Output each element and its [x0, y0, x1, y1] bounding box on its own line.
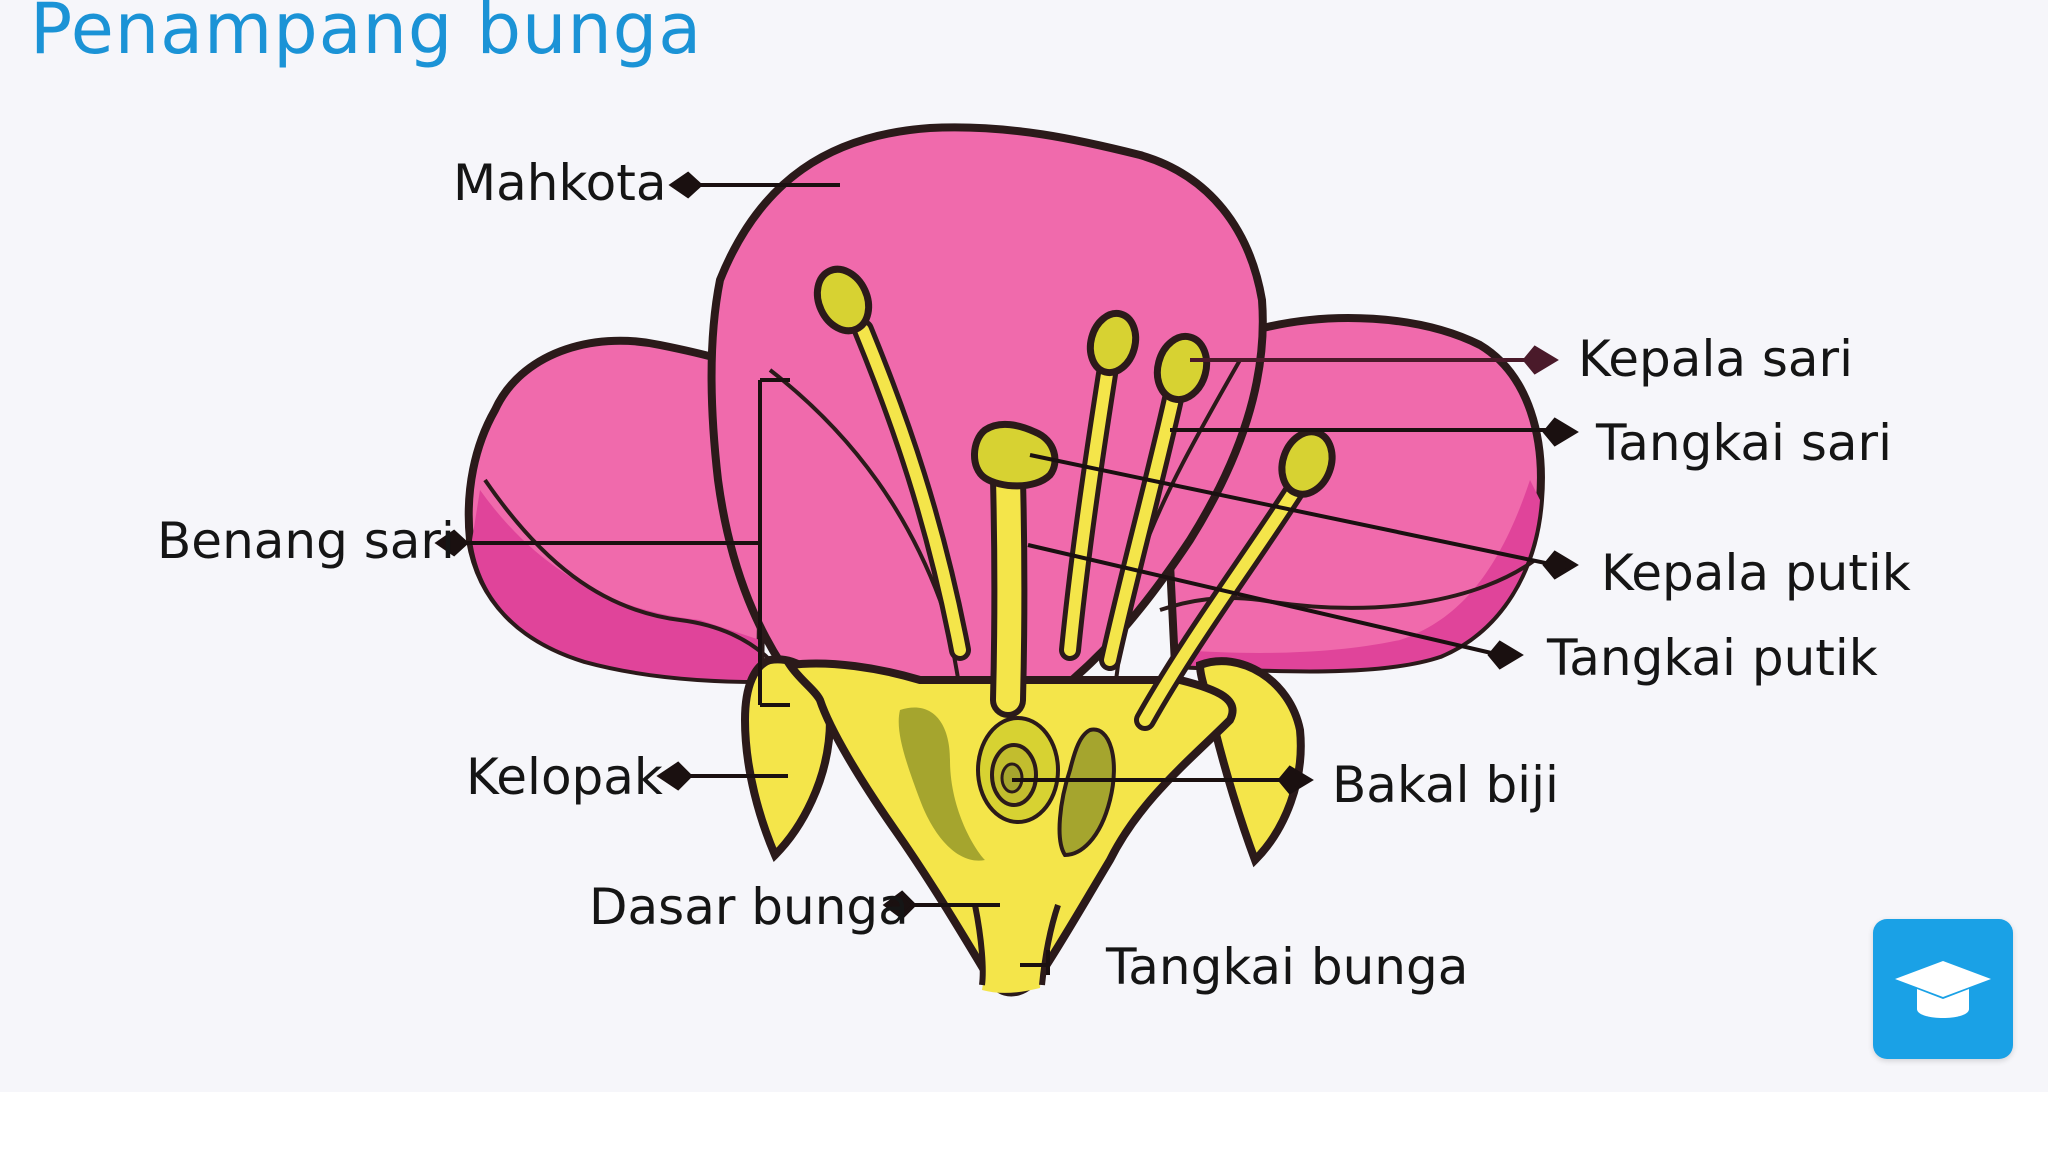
label-kepala-sari: Kepala sari: [1578, 330, 1853, 388]
pointer-tangkai-putik: [1027, 543, 1524, 670]
label-mahkota: Mahkota: [453, 154, 667, 212]
label-benang-sari: Benang sari: [157, 512, 455, 570]
center-petal: [707, 123, 1267, 694]
label-kepala-putik: Kepala putik: [1601, 544, 1911, 602]
stamen-center: [1059, 309, 1140, 661]
label-tangkai-putik: Tangkai putik: [1547, 629, 1878, 687]
page-title: Penampang bunga: [30, 0, 703, 70]
pointer-mahkota: [668, 171, 840, 199]
stem-outline-right: [1039, 904, 1061, 986]
label-tangkai-bunga: Tangkai bunga: [1106, 938, 1469, 996]
right-petal-shade: [1175, 480, 1540, 670]
flower-cross-section-diagram: [434, 123, 1579, 997]
pointer-tangkai-bunga: [1020, 950, 1050, 975]
stamen-far-left: [813, 265, 971, 661]
stamen-center-right: [1099, 332, 1211, 671]
pointer-kepala-sari: [1190, 345, 1559, 375]
label-kelopak: Kelopak: [466, 748, 663, 806]
stem-outline-left: [972, 904, 986, 986]
left-petal-shade: [472, 490, 760, 680]
left-petal-fold: [483, 478, 772, 662]
label-tangkai-sari: Tangkai sari: [1596, 414, 1892, 472]
pointer-kelopak: [656, 761, 788, 791]
pointer-tangkai-sari: [1170, 417, 1579, 447]
pistil-style-fill: [996, 468, 1022, 712]
pointer-bakal-biji: [1012, 765, 1314, 795]
graduation-cap-icon: [1895, 961, 1991, 1018]
pointer-kepala-putik: [1029, 453, 1579, 580]
stamen-far-right: [1134, 428, 1336, 731]
label-bakal-biji: Bakal biji: [1332, 756, 1559, 814]
pistil-stigma: [971, 420, 1059, 490]
label-dasar-bunga: Dasar bunga: [589, 878, 909, 936]
flower-stem: [975, 900, 1060, 993]
ovary-wall-right: [1057, 727, 1116, 858]
pointer-dasar-bunga: [882, 890, 1000, 920]
slide-canvas: Penampang bunga: [30, 0, 2013, 1059]
pointer-benang-sari: [434, 378, 790, 707]
right-petal-fold: [1159, 558, 1537, 612]
app-badge-button[interactable]: [1873, 919, 2013, 1059]
ovary-wall-left: [898, 707, 985, 861]
